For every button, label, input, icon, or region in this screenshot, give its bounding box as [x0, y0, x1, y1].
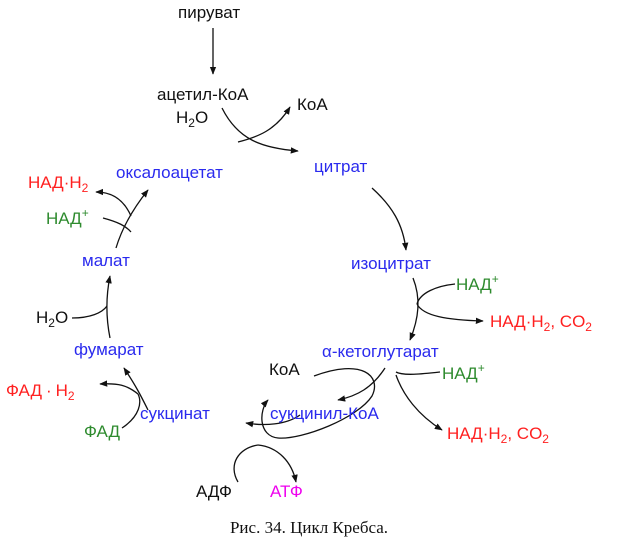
label-coa-succinyl: КоА: [269, 360, 300, 379]
label-water-top: H2O: [176, 108, 208, 130]
arrow-coa-release: [237, 106, 291, 143]
arrow-condensation: [221, 107, 299, 154]
arrow-malate-to-oxaloacetate: [115, 189, 149, 249]
label-acetyl-coa: ацетил-КоА: [157, 85, 249, 104]
label-pyruvate: пируват: [178, 3, 240, 22]
label-alpha-ketoglutarate: α-кетоглутарат: [322, 342, 439, 361]
metabolites: пируват ацетил-КоА цитрат изоцитрат α-ке…: [74, 3, 439, 423]
arrow-nadh-out-2: [395, 374, 443, 431]
arrow-fumarate-to-malate: [105, 275, 112, 339]
arrow-citrate-to-isocitrate: [371, 187, 409, 251]
label-nadh-out-1: НАД·H2, CO2: [490, 312, 592, 334]
arrow-succinate-to-fumarate: [123, 367, 149, 411]
arrow-nad-in-2: [395, 371, 441, 375]
arrow-coa-loop: [260, 367, 376, 439]
arrow-fad-in: [121, 393, 141, 429]
arrow-atp-out: [257, 444, 298, 483]
label-succinate: сукцинат: [140, 404, 210, 423]
arrow-isocitrate-to-ketoglutarate: [409, 277, 419, 341]
label-nad-in-2: НАД+: [442, 361, 485, 383]
reaction-arrows: [71, 28, 484, 483]
label-fadh-out: ФАД·H2: [6, 381, 75, 403]
label-isocitrate: изоцитрат: [351, 254, 431, 273]
arrow-fadh-out: [99, 380, 139, 395]
label-malate: малат: [82, 251, 130, 270]
label-coa-released: КоА: [297, 95, 328, 114]
arrow-adp-in: [233, 444, 259, 483]
arrow-succinylcoa-to-succinate: [245, 414, 301, 428]
label-fumarate: фумарат: [74, 340, 144, 359]
label-atp: АТФ: [270, 482, 303, 501]
label-water-left: H2O: [36, 308, 68, 330]
arrow-ketoglutarate-to-succinylcoa: [337, 367, 386, 402]
label-adp: АДФ: [196, 482, 232, 501]
label-citrate: цитрат: [314, 157, 368, 176]
label-fad-in: ФАД: [84, 422, 120, 441]
cofactors: H2O КоА НАД+ НАД·H2, CO2 НАД+ НАД·H2, CO…: [6, 95, 592, 501]
label-nadh-out-3: НАД·H2: [28, 173, 89, 195]
arrow-water-in: [71, 305, 108, 319]
figure-caption: Рис. 34. Цикл Кребса.: [230, 518, 388, 537]
label-nad-in-1: НАД+: [456, 272, 499, 294]
arrow-nad-in-1: [416, 283, 456, 305]
arrow-nadh-out-1: [416, 303, 484, 324]
arrow-nad-in-3: [102, 217, 132, 233]
label-nadh-out-2: НАД·H2, CO2: [447, 424, 549, 446]
arrow-nadh-out-3: [95, 188, 132, 217]
label-oxaloacetate: оксалоацетат: [116, 163, 223, 182]
label-nad-in-3: НАД+: [46, 206, 89, 228]
label-succinyl-coa: сукцинил-КоА: [270, 404, 379, 423]
